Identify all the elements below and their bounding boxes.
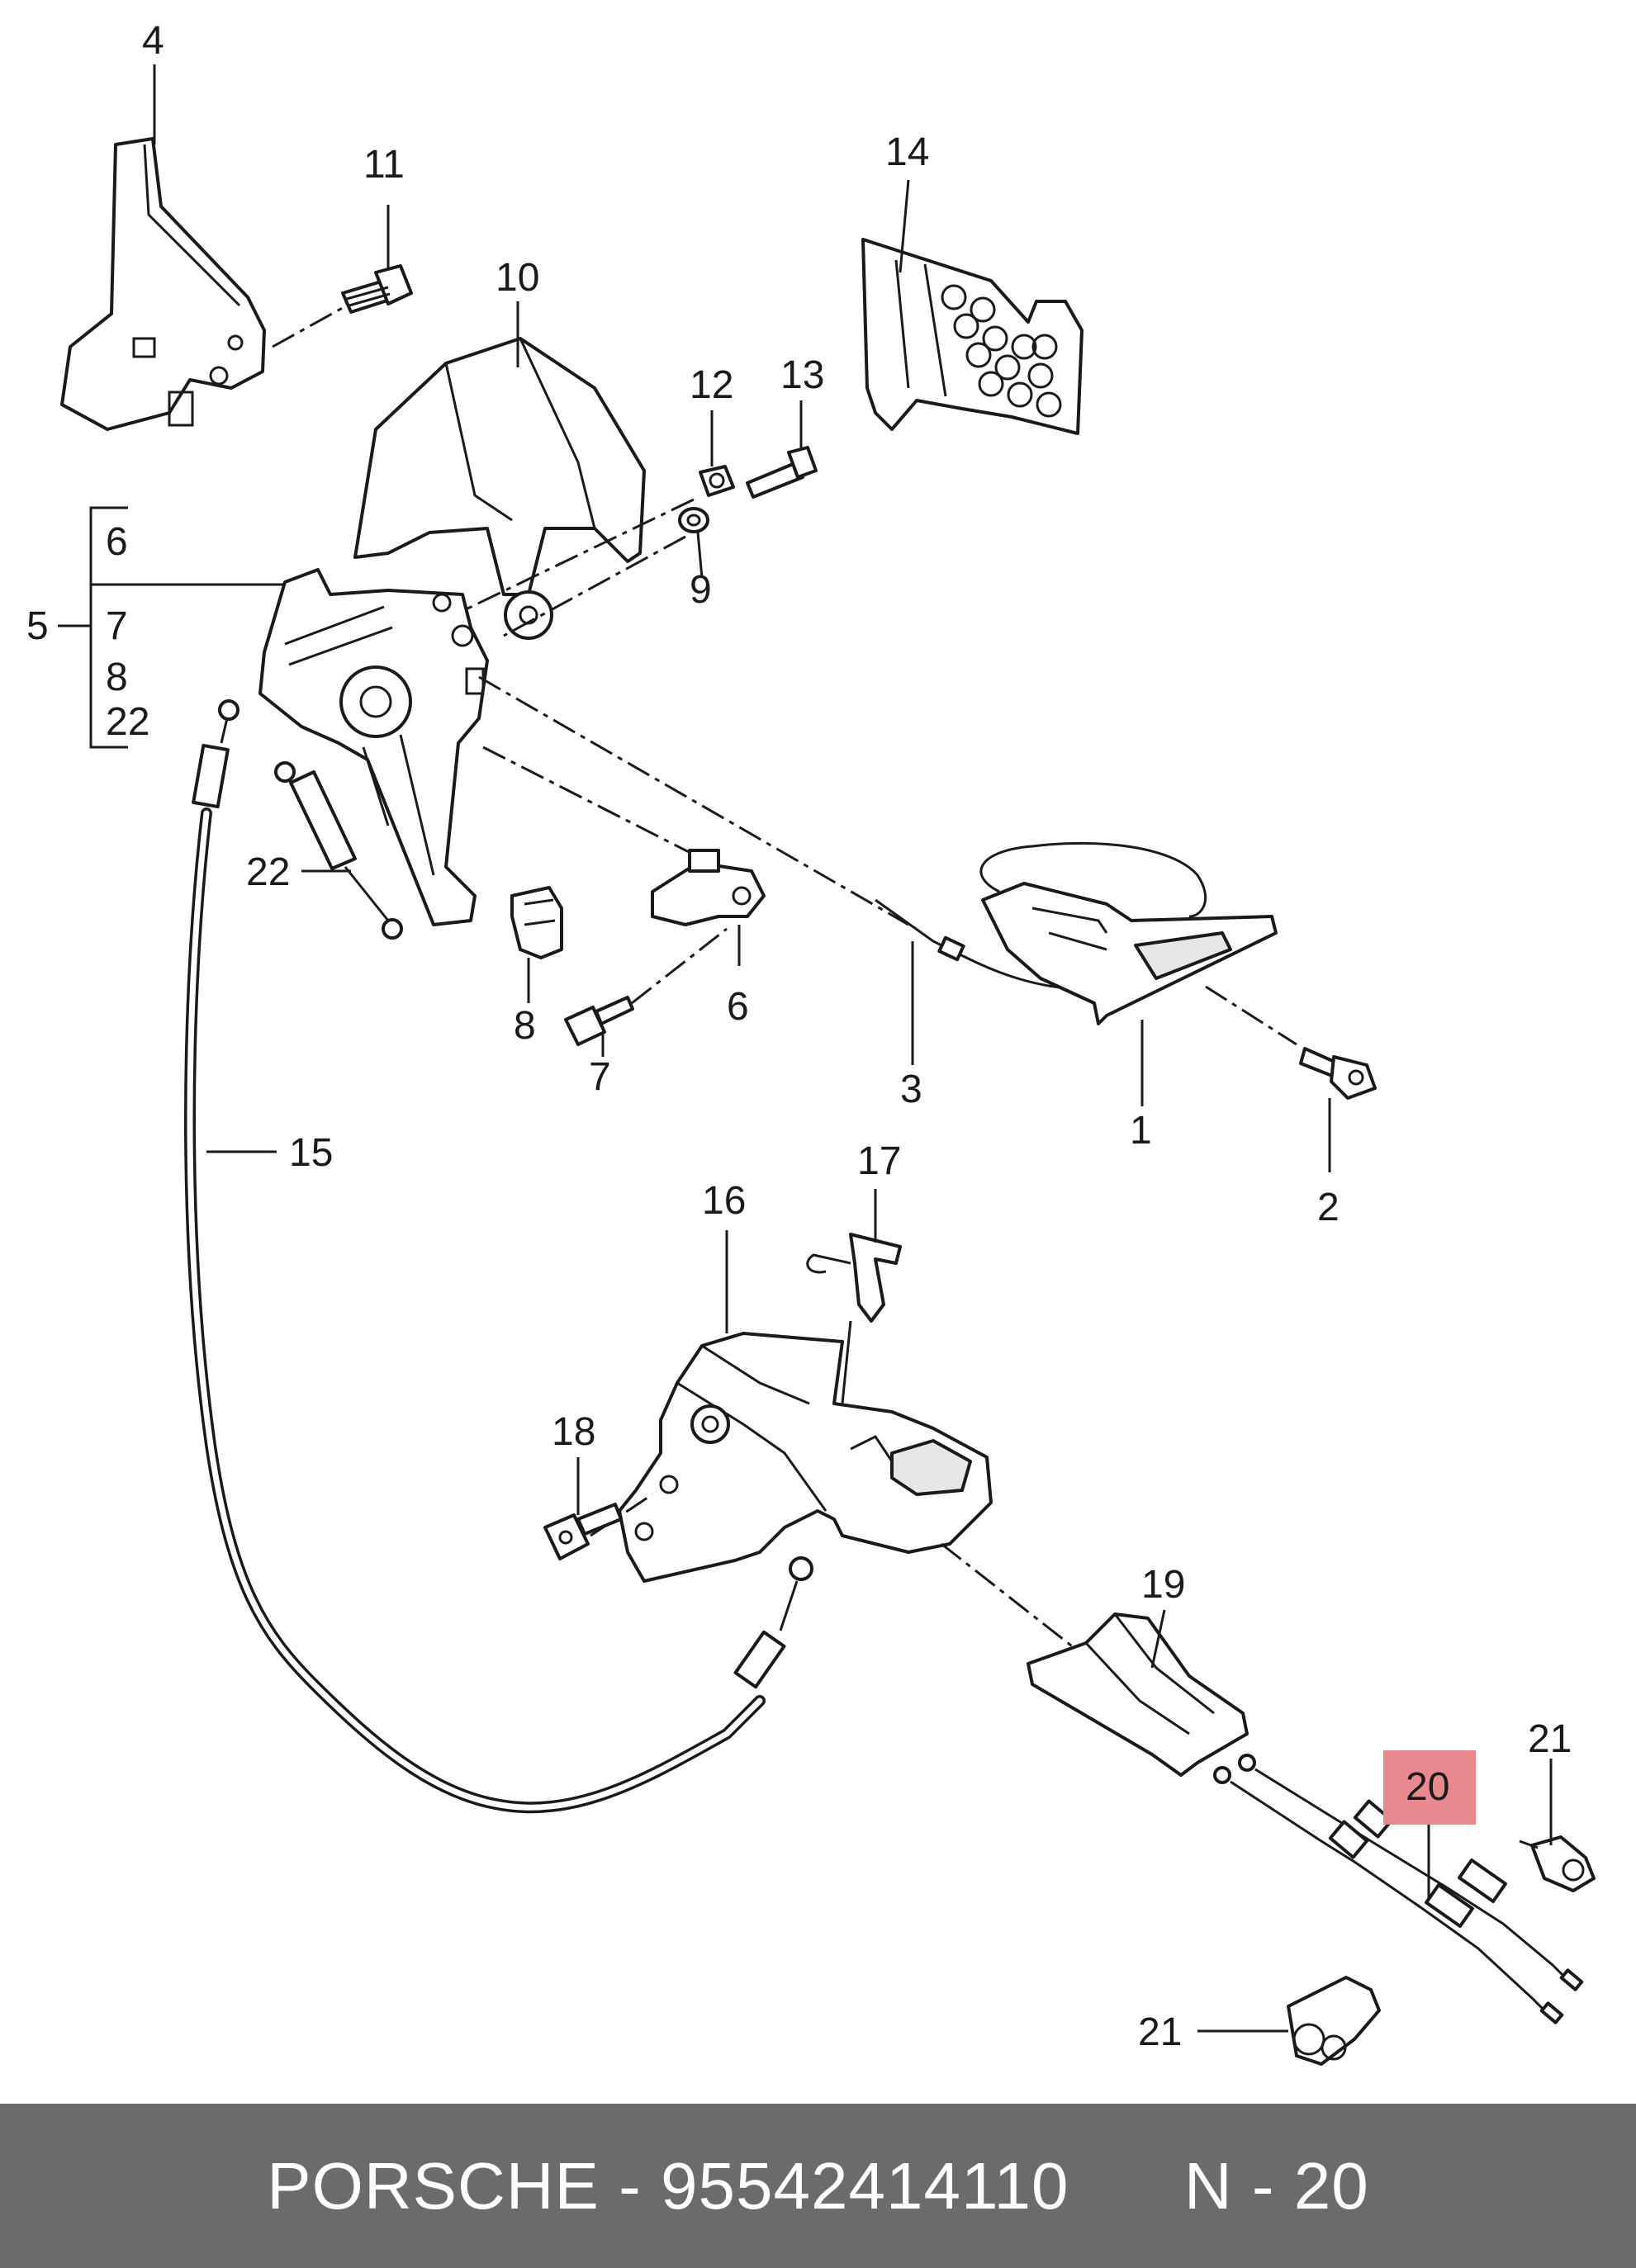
callout-3: 3	[900, 1068, 922, 1111]
part-7-bolt	[564, 996, 634, 1046]
callout-16: 16	[702, 1179, 746, 1223]
part-4-bracket	[60, 137, 266, 431]
callout-4: 4	[142, 19, 164, 63]
callout-9: 9	[690, 568, 712, 612]
part-19-cover	[1027, 1612, 1249, 1777]
callout-5: 5	[26, 604, 49, 648]
assembly-line-16-19	[941, 1542, 1095, 1665]
callout-22-lower: 22	[246, 850, 290, 894]
part-14-grille-bracket	[861, 238, 1084, 435]
callout-17: 17	[857, 1139, 901, 1183]
footer-position: N - 20	[1183, 2148, 1369, 2223]
callout-21-upper: 21	[1528, 1717, 1572, 1761]
part-6-switch	[651, 849, 766, 926]
callout-18: 18	[552, 1410, 595, 1454]
assembly-line-1-2	[1205, 985, 1297, 1046]
callout-2: 2	[1317, 1186, 1340, 1229]
part-18-bolt	[543, 1503, 623, 1560]
footer-part-number: 95542414110	[661, 2148, 1069, 2223]
part-11-bolt	[341, 264, 413, 314]
assembly-line-5-6	[482, 746, 695, 856]
highlight-box-20	[1383, 1750, 1476, 1825]
footer-separator: -	[599, 2148, 661, 2223]
callout-10: 10	[496, 256, 539, 300]
callout-8-upper: 8	[106, 656, 128, 699]
part-17-clip	[806, 1233, 902, 1404]
callout-7-upper: 7	[106, 604, 128, 648]
callout-11: 11	[363, 143, 405, 187]
assembly-line-7-6	[631, 927, 728, 1005]
callout-6-lower: 6	[727, 985, 749, 1029]
callout-12: 12	[690, 363, 733, 407]
footer-gap	[1069, 2148, 1183, 2224]
callout-15: 15	[289, 1131, 333, 1175]
callout-labels: 4 11 10 14 12 13 9 5 6 7 8 22 22 8 7 6 3…	[26, 19, 1572, 2054]
assembly-line-11-4	[272, 304, 348, 348]
part-2-screw	[1299, 1047, 1377, 1100]
part-5-pedal-assembly	[258, 568, 489, 926]
callout-21-lower: 21	[1138, 2010, 1182, 2054]
exploded-parts-diagram: 4 11 10 14 12 13 9 5 6 7 8 22 22 8 7 6 3…	[26, 19, 1596, 2066]
callout-19: 19	[1141, 1563, 1185, 1607]
callout-14: 14	[885, 130, 929, 174]
part-20-brake-cables	[1213, 1754, 1584, 2024]
part-21-clip-lower	[1287, 1976, 1381, 2066]
part-12-nut	[699, 465, 735, 497]
callout-8-lower: 8	[514, 1004, 536, 1048]
callout-6-upper: 6	[106, 520, 128, 564]
part-15-cable	[184, 699, 813, 1814]
part-13-bolt	[746, 446, 818, 499]
callout-1: 1	[1130, 1109, 1152, 1153]
part-22-gas-strut	[274, 761, 403, 940]
callout-22-upper: 22	[106, 700, 149, 744]
part-9-washer	[678, 507, 709, 533]
assembly-line-5-3	[478, 675, 909, 926]
part-8-pedal-pad	[510, 886, 563, 959]
part-16-brake-unit	[618, 1332, 993, 1583]
part-1-release-handle	[981, 882, 1278, 1025]
footer-brand: PORSCHE	[267, 2148, 600, 2223]
part-number-footer: PORSCHE - 95542414110 N - 20	[0, 2104, 1636, 2268]
callout-leaders	[58, 64, 1553, 2033]
assembly-line-9-5	[503, 535, 686, 637]
part-21-clip-upper	[1519, 1835, 1596, 1892]
callout-7-lower: 7	[589, 1055, 611, 1099]
callout-20: 20	[1406, 1765, 1449, 1809]
callout-13: 13	[780, 353, 824, 397]
